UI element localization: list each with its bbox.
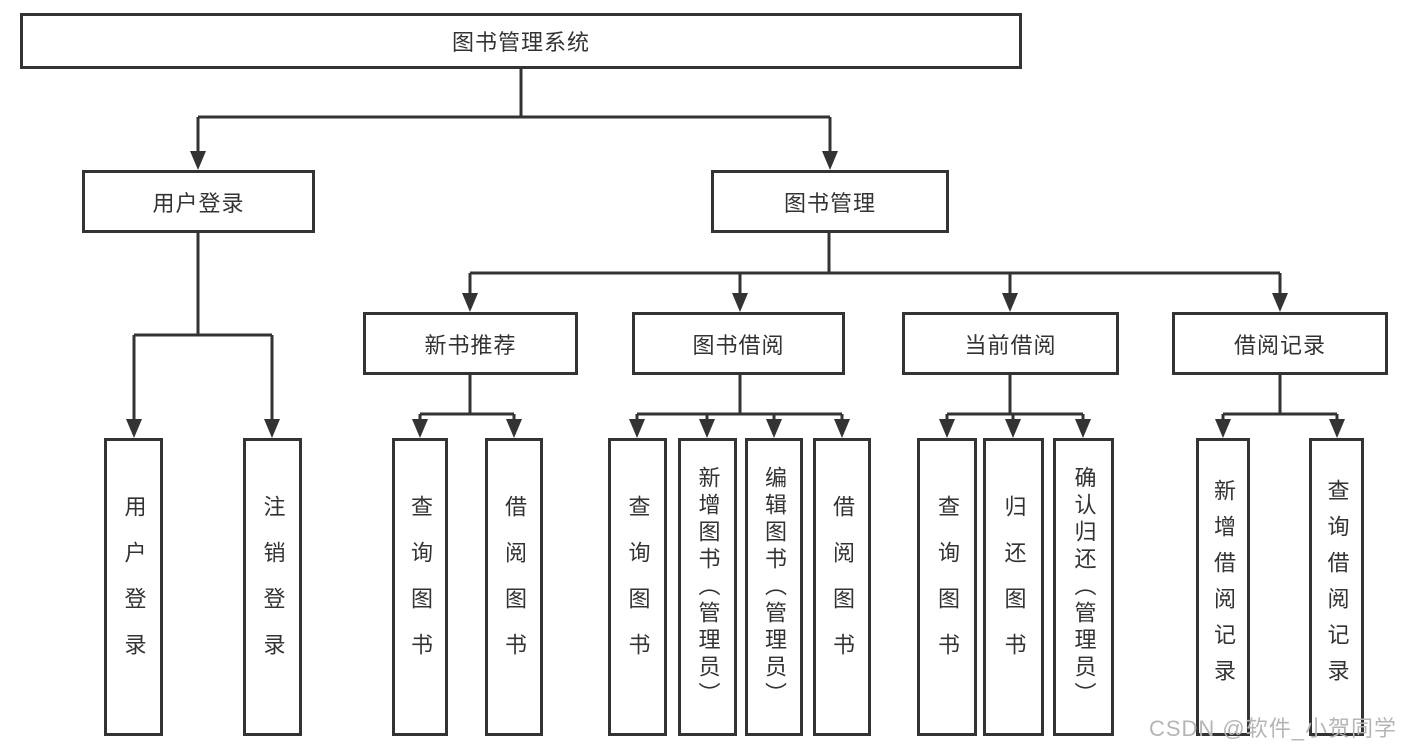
arrowhead-icon (939, 419, 955, 438)
arrowhead-icon (1272, 293, 1288, 312)
leaf-confirm-return-admin: 确认归还（管理员） (1053, 438, 1114, 736)
arrowhead-icon (1002, 293, 1018, 312)
leaf-return-book: 归还图书 (983, 438, 1044, 736)
arrowhead-icon (1075, 419, 1091, 438)
leaf-query-borrow-record: 查询借阅记录 (1309, 438, 1364, 736)
arrowhead-icon (629, 419, 645, 438)
arrowhead-icon (506, 419, 522, 438)
arrowhead-icon (264, 419, 280, 438)
leaf-query-books-borrow: 查询图书 (608, 438, 667, 736)
arrowhead-icon (766, 419, 782, 438)
arrowhead-icon (1215, 419, 1231, 438)
arrowhead-icon (190, 151, 206, 170)
leaf-add-borrow-record: 新增借阅记录 (1196, 438, 1250, 736)
arrowhead-icon (412, 419, 428, 438)
leaf-add-book-admin: 新增图书（管理员） (678, 438, 737, 736)
arrowhead-icon (1329, 419, 1345, 438)
arrowhead-icon (732, 293, 748, 312)
node-new-book-recommend: 新书推荐 (363, 312, 578, 375)
node-current-borrow: 当前借阅 (902, 312, 1119, 375)
arrowhead-icon (462, 293, 478, 312)
arrowhead-icon (699, 419, 715, 438)
arrowhead-icon (126, 419, 142, 438)
leaf-query-books-current: 查询图书 (917, 438, 977, 736)
node-library-system: 图书管理系统 (20, 13, 1022, 69)
csdn-watermark: CSDN @软件_小贺同学 (1148, 716, 1397, 741)
leaf-user-login: 用户登录 (104, 438, 163, 736)
node-borrow-records: 借阅记录 (1172, 312, 1388, 375)
connector-path (132, 69, 1339, 421)
leaf-edit-book-admin: 编辑图书（管理员） (745, 438, 803, 736)
leaf-borrow-books: 借阅图书 (813, 438, 871, 736)
arrowhead-icon (1005, 419, 1021, 438)
leaf-borrow-books-recommend: 借阅图书 (485, 438, 543, 736)
node-book-management: 图书管理 (711, 170, 949, 233)
arrowhead-icon (834, 419, 850, 438)
node-book-borrow: 图书借阅 (632, 312, 845, 375)
leaf-logout: 注销登录 (243, 438, 302, 736)
leaf-query-books-recommend: 查询图书 (392, 438, 448, 736)
arrowhead-icon (822, 151, 838, 170)
node-user-login: 用户登录 (82, 170, 315, 233)
